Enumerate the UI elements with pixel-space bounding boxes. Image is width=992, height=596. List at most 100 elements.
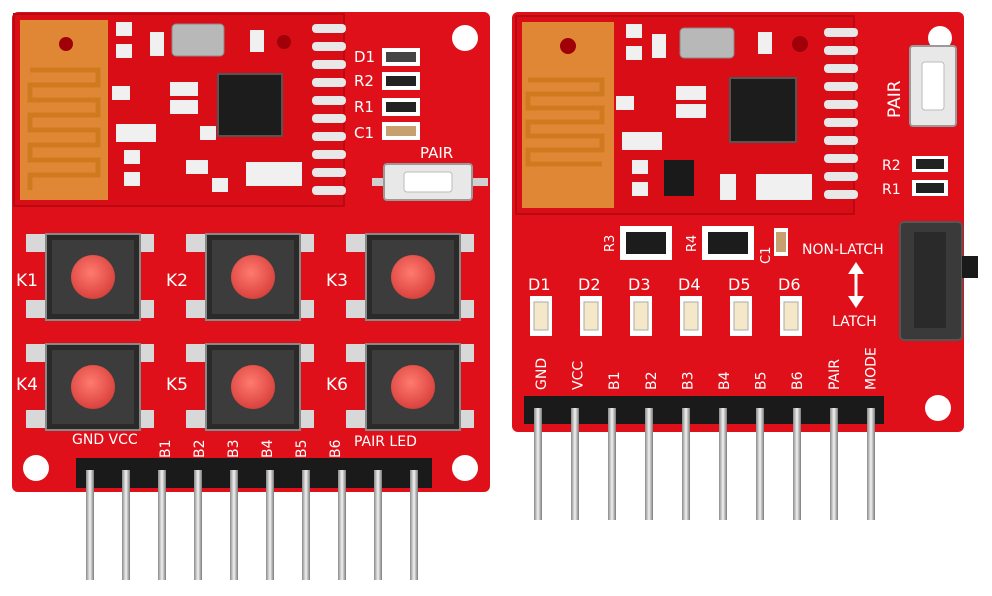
right-pin-label-b4: B4 [717, 371, 733, 390]
led-d1: D1 [528, 275, 552, 336]
key-label-k5: K5 [166, 375, 188, 395]
right-regulator [664, 160, 694, 196]
left-pair-button [372, 163, 488, 201]
left-hole-br [452, 455, 478, 481]
right-pin-label-vcc: VCC [571, 361, 587, 390]
header-pin [682, 408, 690, 520]
led-label: D5 [728, 275, 751, 294]
double-arrow-icon [848, 262, 864, 308]
left-pin-label-b3: B3 [226, 439, 242, 458]
header-pin [158, 470, 166, 580]
right-mcu-chip [729, 77, 797, 143]
left-pin-label-b5: B5 [294, 439, 310, 458]
key-label-k4: K4 [16, 375, 38, 395]
left-hole-bl [23, 455, 49, 481]
right-label-nonlatch: NON-LATCH [802, 242, 884, 258]
left-castellated-pads [312, 24, 346, 195]
header-pin [266, 470, 274, 580]
key-label-k2: K2 [166, 271, 188, 291]
right-hole-br [925, 395, 951, 421]
right-pair-button [909, 45, 957, 127]
button-cap [71, 255, 115, 299]
header-plastic [524, 396, 884, 424]
header-pin [756, 408, 764, 520]
header-pin [302, 470, 310, 580]
led-label: D1 [528, 275, 551, 294]
right-label-r3: R3 [603, 235, 618, 252]
left-pin-label-b4: B4 [260, 439, 276, 458]
left-pin-label-pairled: PAIR LED [354, 434, 417, 450]
left-pin-label-b2: B2 [192, 439, 208, 458]
left-smd-parts [112, 22, 302, 192]
header-pin [719, 408, 727, 520]
button-cap [231, 365, 275, 409]
right-smd-parts [616, 24, 812, 200]
left-pin-label-gndvcc: GND VCC [72, 432, 138, 448]
left-pin-label-b6: B6 [328, 439, 344, 458]
button-cap [231, 255, 275, 299]
button-cap [391, 365, 435, 409]
header-pin [830, 408, 838, 520]
header-pin [122, 470, 130, 580]
left-mcu-chip [217, 73, 283, 137]
header-pin [534, 408, 542, 520]
right-castellated-pads [824, 28, 858, 199]
right-pin-label-b3: B3 [680, 371, 696, 390]
key-label-k6: K6 [326, 375, 348, 395]
left-pin-header [76, 458, 432, 580]
key-button-2: K2 [166, 233, 314, 321]
right-pin-label-b6: B6 [790, 371, 806, 390]
header-pin [194, 470, 202, 580]
key-button-1: K1 [16, 233, 154, 321]
right-mode-switch [899, 221, 978, 341]
right-pin-label-b1: B1 [607, 371, 623, 390]
right-pin-label-gnd: GND [534, 358, 550, 390]
led-d5: D5 [728, 275, 752, 336]
header-pin [645, 408, 653, 520]
header-pin [867, 408, 875, 520]
right-label-r4: R4 [685, 235, 700, 252]
button-cap [71, 365, 115, 409]
header-pin [410, 470, 418, 580]
header-pin [608, 408, 616, 520]
led-label: D6 [778, 275, 801, 294]
led-label: D3 [628, 275, 651, 294]
right-label-r1: R1 [882, 182, 901, 198]
left-label-d1: D1 [354, 48, 375, 66]
right-pin-label-b2: B2 [644, 371, 660, 390]
button-cap [391, 255, 435, 299]
header-pin [338, 470, 346, 580]
key-button-4: K4 [16, 343, 154, 431]
left-hole-tr [452, 25, 478, 51]
right-pin-label-b5: B5 [754, 371, 770, 390]
right-label-c1: C1 [759, 247, 774, 264]
right-led-row: D1 D2 D3 D4 D5 D6 [528, 275, 802, 336]
right-hole-tr [928, 26, 952, 50]
header-plastic [76, 458, 432, 488]
led-label: D4 [678, 275, 701, 294]
right-pin-header [524, 396, 884, 520]
led-label: D2 [578, 275, 601, 294]
right-label-pair: PAIR [885, 80, 905, 118]
header-pin [374, 470, 382, 580]
led-d4: D4 [678, 275, 702, 336]
key-label-k1: K1 [16, 271, 38, 291]
left-label-pair: PAIR [420, 144, 453, 162]
left-crystal [171, 23, 225, 57]
key-button-5: K5 [166, 343, 314, 431]
left-label-r2: R2 [354, 72, 374, 90]
right-crystal [679, 27, 735, 59]
right-label-latch: LATCH [832, 314, 877, 330]
right-pin-label-pair: PAIR [827, 359, 843, 390]
header-pin [86, 470, 94, 580]
led-d3: D3 [628, 275, 652, 336]
left-label-r1: R1 [354, 98, 374, 116]
led-d6: D6 [778, 275, 802, 336]
led-d2: D2 [578, 275, 602, 336]
